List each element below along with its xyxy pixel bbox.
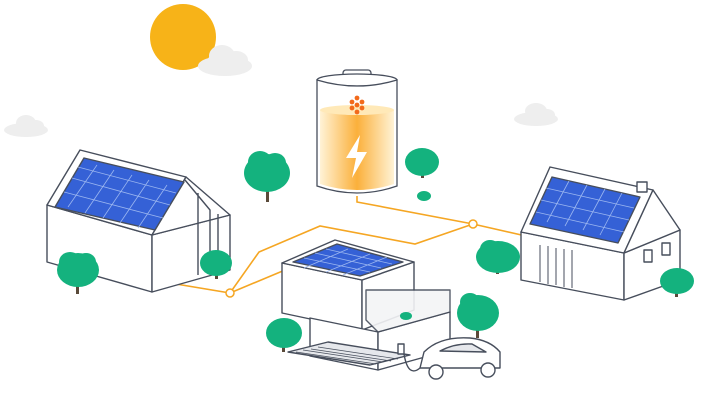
tree [405, 148, 439, 178]
tree [266, 318, 302, 352]
left-house [46, 149, 231, 293]
tree [476, 240, 520, 274]
power-wires [169, 196, 540, 294]
right-house [520, 166, 681, 301]
cloud-icon [514, 103, 558, 126]
tree [457, 293, 499, 338]
lightning-bolt-icon [346, 135, 367, 178]
bush [400, 312, 412, 320]
wire-node [468, 219, 478, 229]
tree [200, 250, 232, 279]
battery-icon [316, 69, 398, 194]
sun-icon [150, 4, 216, 70]
cloud-icon [198, 45, 252, 76]
wire-node [225, 288, 235, 298]
tree [57, 252, 99, 294]
cloud-icon [4, 115, 48, 137]
bush [417, 191, 431, 201]
electric-car-icon [403, 337, 501, 380]
flower-logo-icon [349, 95, 365, 115]
tree [244, 151, 290, 202]
tree [660, 268, 694, 297]
modern-house [281, 239, 451, 371]
